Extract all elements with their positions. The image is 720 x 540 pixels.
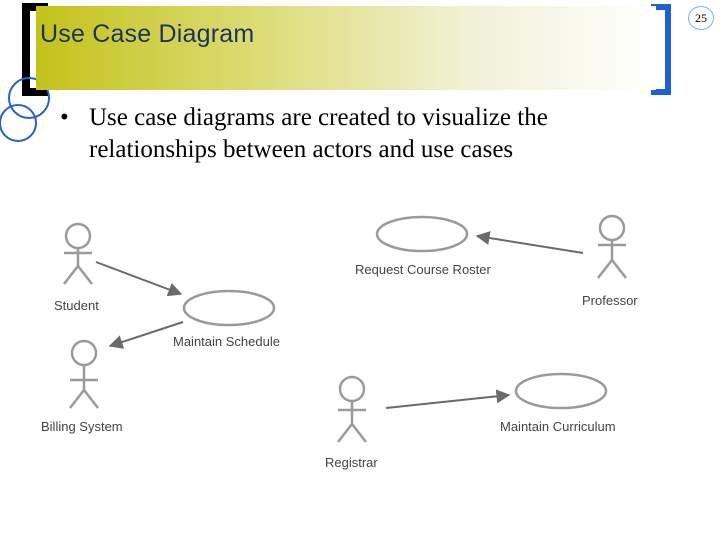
bullet-text: Use case diagrams are created to visuali… <box>89 104 548 163</box>
actor-professor-icon <box>597 214 627 279</box>
association-registrar-maintain-curriculum <box>385 389 511 409</box>
actor-label-billing-system: Billing System <box>41 419 123 434</box>
actor-label-student: Student <box>54 298 99 313</box>
association-professor-request-course-roster <box>475 231 584 254</box>
association-maintain-schedule-billing-system <box>108 321 184 349</box>
actor-registrar-icon <box>337 375 367 443</box>
use-case-label-maintain-schedule: Maintain Schedule <box>173 334 280 349</box>
title-band <box>36 6 656 90</box>
slide-title: Use Case Diagram <box>40 20 255 48</box>
actor-label-registrar: Registrar <box>325 455 378 470</box>
decorative-circles-icon <box>0 77 50 142</box>
use-case-label-request-course-roster: Request Course Roster <box>355 262 491 277</box>
use-case-maintain-curriculum <box>514 372 608 410</box>
right-bracket-icon <box>651 4 671 95</box>
actor-student-icon <box>63 222 93 285</box>
slide-number: 25 <box>688 6 714 30</box>
actor-billing-system-icon <box>69 339 99 409</box>
bullet-icon: • <box>60 104 69 131</box>
association-student-maintain-schedule <box>95 261 183 297</box>
use-case-maintain-schedule <box>182 289 276 327</box>
use-case-label-maintain-curriculum: Maintain Curriculum <box>500 419 616 434</box>
actor-label-professor: Professor <box>582 293 638 308</box>
bullet-point: • Use case diagrams are created to visua… <box>60 102 660 166</box>
use-case-request-course-roster <box>375 215 469 253</box>
